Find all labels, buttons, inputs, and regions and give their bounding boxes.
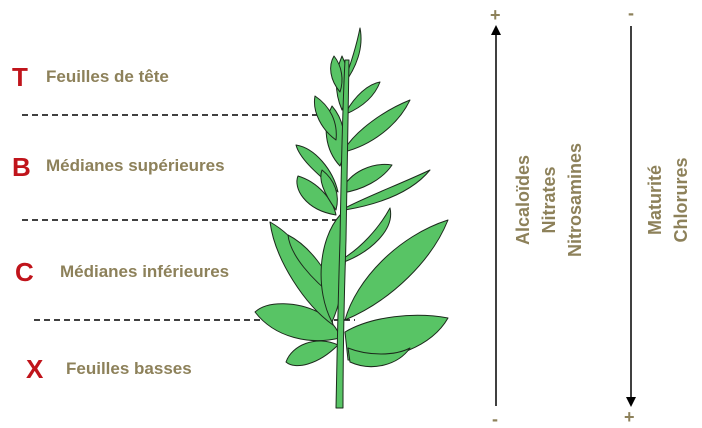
left-axis-labels: Alcaloïdes Nitrates Nitrosamines xyxy=(510,143,588,257)
right-axis-bottom-sign: + xyxy=(624,408,635,426)
label-alcaloides: Alcaloïdes xyxy=(510,143,536,257)
tobacco-plant-illustration xyxy=(255,28,448,408)
label-nitrates: Nitrates xyxy=(536,143,562,257)
plant-leaf xyxy=(344,208,391,262)
left-axis-bottom-sign: - xyxy=(492,410,498,428)
label-chlorures: Chlorures xyxy=(668,157,694,242)
right-axis-labels: Maturité Chlorures xyxy=(642,157,694,242)
plant-leaf xyxy=(345,220,448,320)
label-nitrosamines: Nitrosamines xyxy=(562,143,588,257)
plant-leaf xyxy=(314,96,336,140)
plant-leaf xyxy=(342,164,392,193)
label-maturite: Maturité xyxy=(642,157,668,242)
left-axis-top-sign: + xyxy=(490,6,501,24)
plant-leaf xyxy=(346,82,380,114)
plant-leaf xyxy=(286,341,338,366)
right-axis-top-sign: - xyxy=(628,4,634,22)
